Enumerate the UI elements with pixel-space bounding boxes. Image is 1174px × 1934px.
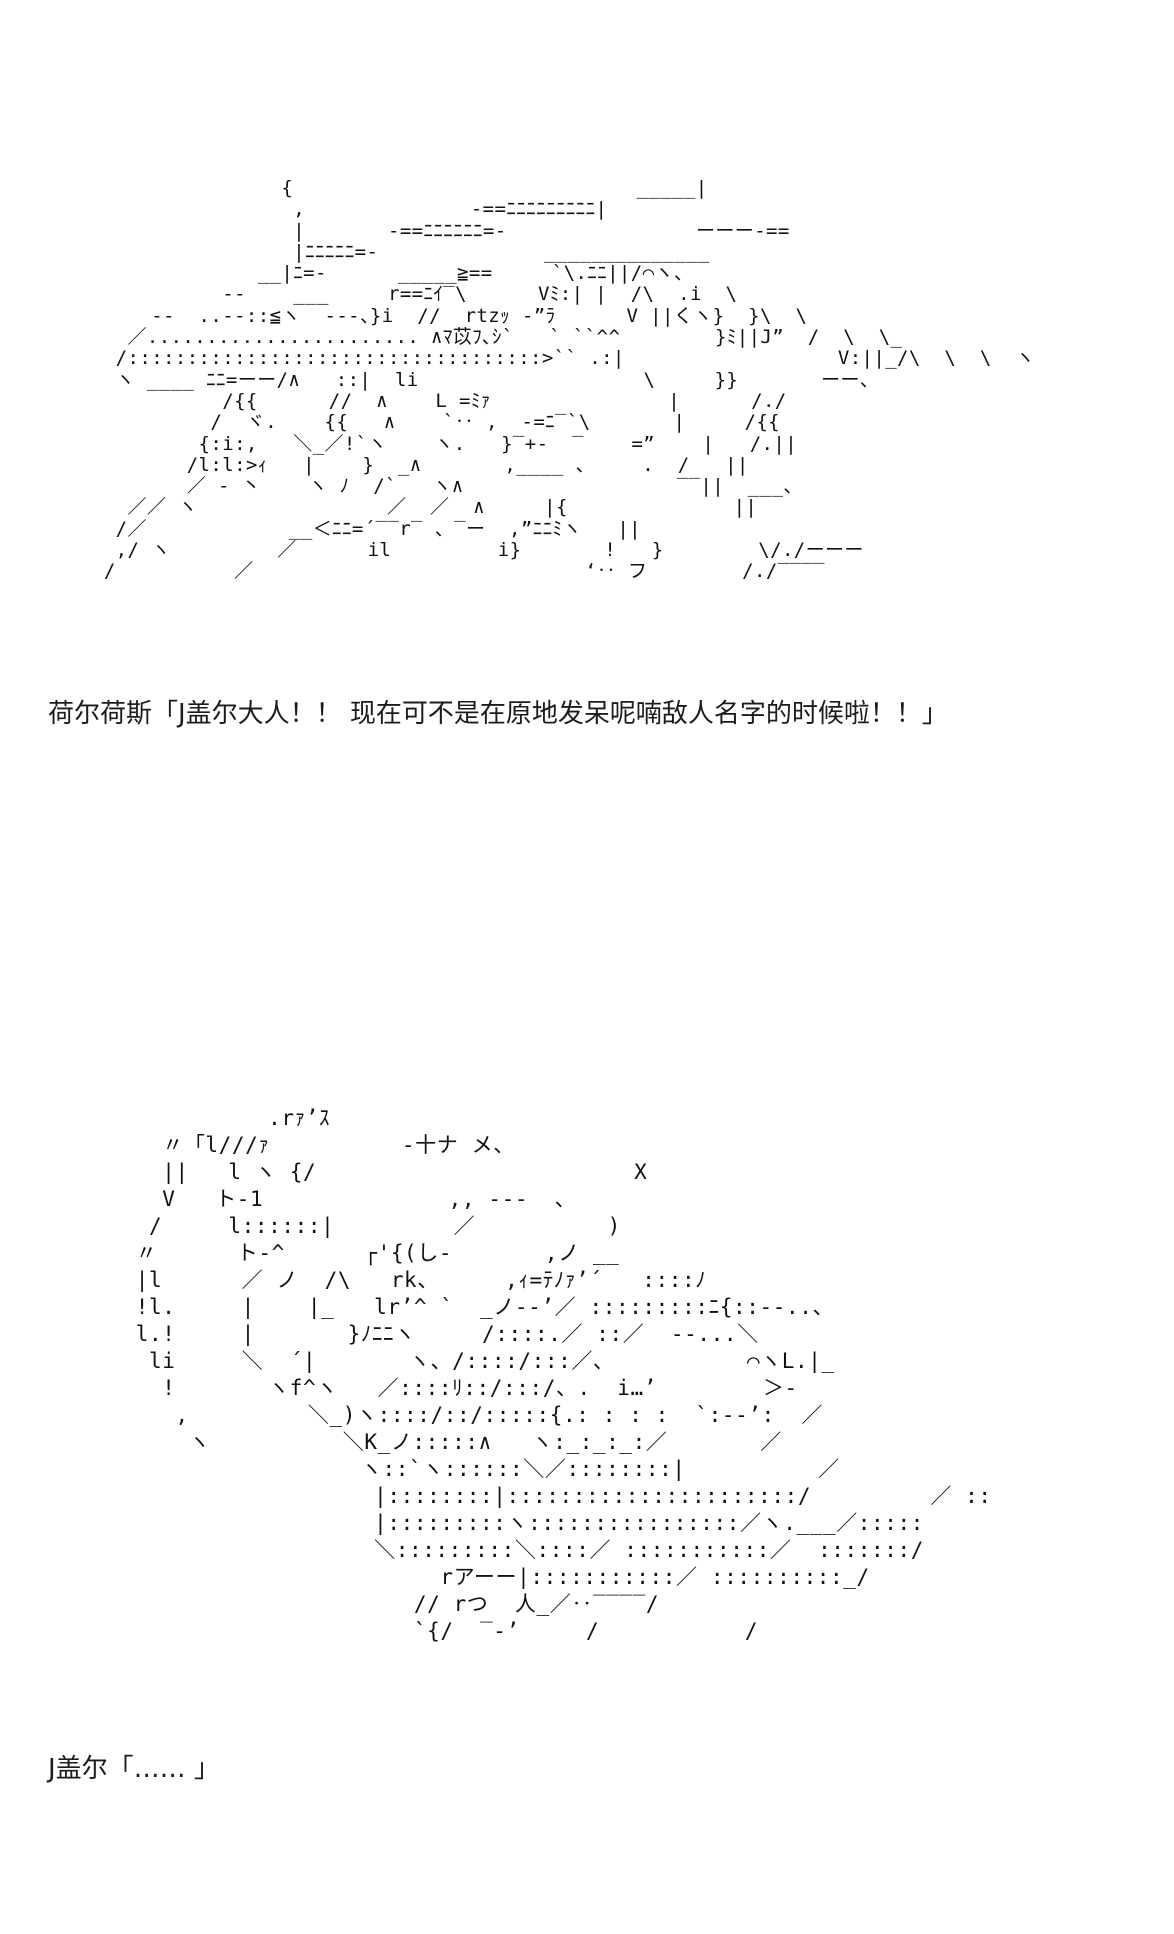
ascii-art-scene-1: { _____| , -==ﾆﾆﾆﾆﾆﾆﾆﾆﾆ| | -==ﾆﾆﾆﾆﾆﾆ=- ー… (103, 177, 1035, 583)
ascii-art-scene-2: .rｧ’ｽ 〃「l///ｧ ‐十ナ メ、 || l ヽ {/ X V ト‐1 ,… (135, 1106, 992, 1643)
dialogue-caption-2: J盖尔「…… 」 (48, 1754, 220, 1784)
dialogue-caption-1: 荷尔荷斯「J盖尔大人！！ 现在可不是在原地发呆呢喃敌人名字的时候啦！！」 (48, 699, 948, 729)
